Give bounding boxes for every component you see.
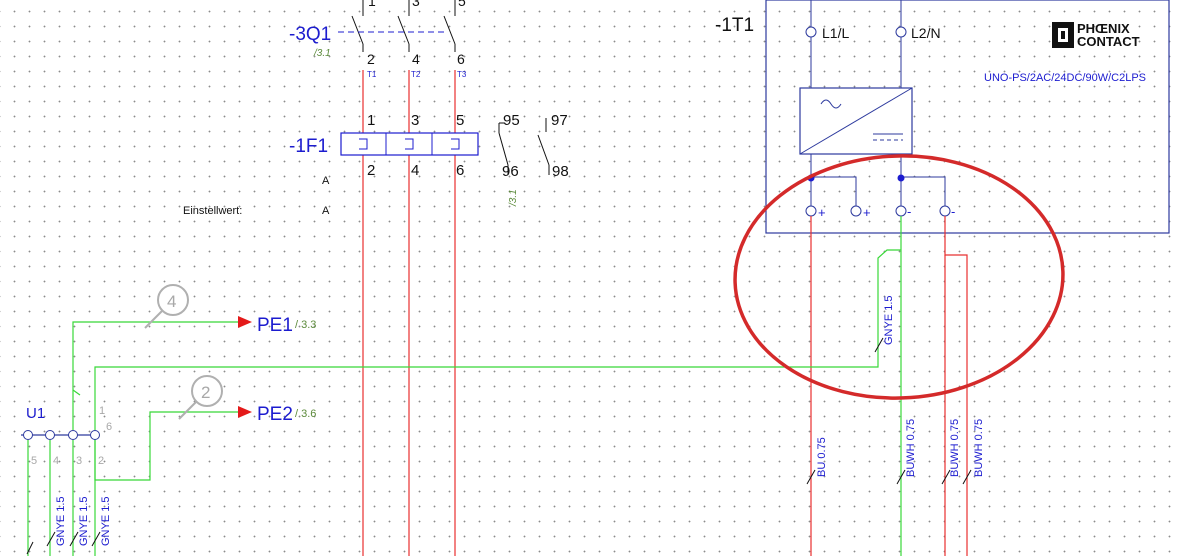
pe1-bubble (157, 284, 189, 316)
pe2-bubble-number: 2 (201, 383, 210, 402)
psu-output-wires (94, 216, 972, 556)
pe1-label: PE1 (257, 315, 293, 336)
power-supply-1t1[interactable]: -1T1 L1/L L2/N + + - - (715, 0, 1170, 234)
u1-terminal-3[interactable] (68, 430, 78, 440)
u1-wire-label-3: GNYE 1.5 (100, 496, 112, 546)
overload-relay-1f1[interactable]: -1F1 1 3 5 2 4 6 95 97 96 98 /3.1 A Eins… (183, 112, 569, 217)
unit-a-2: A (322, 205, 330, 217)
logo-line-1: PHŒNIX (1077, 21, 1130, 36)
wire-label-gnye-top: GNYE 1.5 (883, 295, 895, 345)
u1-terminal-2[interactable] (90, 430, 100, 440)
u1-bottom-label-5: 5 (31, 455, 37, 467)
u1-terminal-4[interactable] (45, 430, 55, 440)
input-label-l2: L2/N (911, 25, 941, 41)
pe2-ref: / 3.6 (295, 408, 316, 420)
wire-label-bu: BU 0.75 (816, 437, 828, 477)
pe2-arrow-icon (238, 406, 252, 418)
u1-wire-label-2: GNYE 1.5 (78, 496, 90, 546)
aux-terminal-96: 96 (502, 163, 519, 180)
pe2-label: PE2 (257, 404, 293, 425)
output-terminal-plus-2[interactable] (850, 205, 862, 217)
relay-terminal-6: 6 (456, 162, 464, 179)
setting-label: Einstellwert: (183, 205, 242, 217)
psu-tag: -1T1 (715, 15, 754, 36)
highlight-ellipse (733, 154, 1065, 400)
wire-label-buwh-2: BUWH 0.75 (949, 419, 961, 477)
u1-tag: U1 (26, 405, 45, 422)
wire-label-buwh-1: BUWH 0.75 (905, 419, 917, 477)
output-terminal-minus-2[interactable] (939, 205, 951, 217)
pe1-ref: / 3.3 (295, 319, 316, 331)
phoenix-contact-logo: PHŒNIX CONTACT (1052, 21, 1140, 49)
unit-a-1: A (322, 175, 330, 187)
relay-terminal-5: 5 (456, 112, 464, 129)
pe1-bubble-number: 4 (167, 292, 176, 311)
pe1-arrow-icon (238, 316, 252, 328)
terminal-t1: T1 (367, 70, 377, 79)
u1-terminal-5[interactable] (23, 430, 33, 440)
terminal-4: 4 (412, 51, 420, 67)
psu-frame (765, 0, 1170, 234)
terminal-block-u1[interactable]: U1 1 6 5 4 3 2 GNYE 1.5 GNYE 1.5 GNYE 1.… (21, 390, 112, 556)
psu-model: UNO-PS/2AC/24DC/90W/C2LPS (984, 72, 1146, 84)
relay-terminal-1: 1 (367, 112, 375, 129)
u1-wire-label-1: GNYE 1.5 (55, 496, 67, 546)
u1-top-label-6: 6 (106, 421, 112, 433)
ac-wave-icon (820, 99, 842, 109)
relay-terminal-2: 2 (367, 162, 375, 179)
input-label-l1: L1/L (822, 25, 849, 41)
terminal-2: 2 (367, 51, 375, 67)
u1-top-label-1: 1 (99, 405, 105, 417)
input-terminal-l1[interactable] (805, 26, 817, 38)
terminal-5: 5 (458, 0, 466, 9)
relay-terminal-3: 3 (411, 112, 419, 129)
terminal-1: 1 (368, 0, 376, 9)
breaker-ref: /3.1 (313, 48, 331, 59)
output-terminal-minus-1[interactable] (895, 205, 907, 217)
aux-terminal-95: 95 (503, 112, 520, 129)
breaker-3q1[interactable]: -3Q1 /3.1 1 3 5 2 4 6 T1 T2 T3 (289, 0, 467, 79)
terminal-6: 6 (457, 51, 465, 67)
relay-body (340, 132, 479, 156)
wire-label-buwh-3: BUWH 0.75 (973, 419, 985, 477)
plus-label-1: + (818, 205, 826, 220)
pe2-bubble (191, 375, 223, 407)
terminal-t3: T3 (457, 70, 467, 79)
relay-tag: -1F1 (289, 136, 328, 157)
terminal-3: 3 (412, 0, 420, 9)
u1-bottom-label-2: 2 (98, 455, 104, 467)
output-terminal-plus-1[interactable] (805, 205, 817, 217)
u1-bottom-label-4: 4 (53, 455, 59, 467)
pe1-link[interactable]: PE1 / 3.3 4 (72, 284, 316, 390)
pe2-link[interactable]: PE2 / 3.6 2 (94, 375, 316, 481)
logo-line-2: CONTACT (1077, 34, 1140, 49)
minus-label-2: - (951, 204, 955, 219)
aux-terminal-97: 97 (551, 112, 568, 129)
minus-label-1: - (907, 204, 911, 219)
aux-ref: /3.1 (508, 189, 519, 207)
relay-terminal-4: 4 (411, 162, 419, 179)
junction-dot-minus (897, 174, 905, 182)
terminal-t2: T2 (411, 70, 421, 79)
aux-terminal-98: 98 (552, 163, 569, 180)
u1-bottom-label-3: 3 (76, 455, 82, 467)
breaker-tag: -3Q1 (289, 24, 331, 45)
plus-label-2: + (863, 205, 871, 220)
input-terminal-l2[interactable] (895, 26, 907, 38)
